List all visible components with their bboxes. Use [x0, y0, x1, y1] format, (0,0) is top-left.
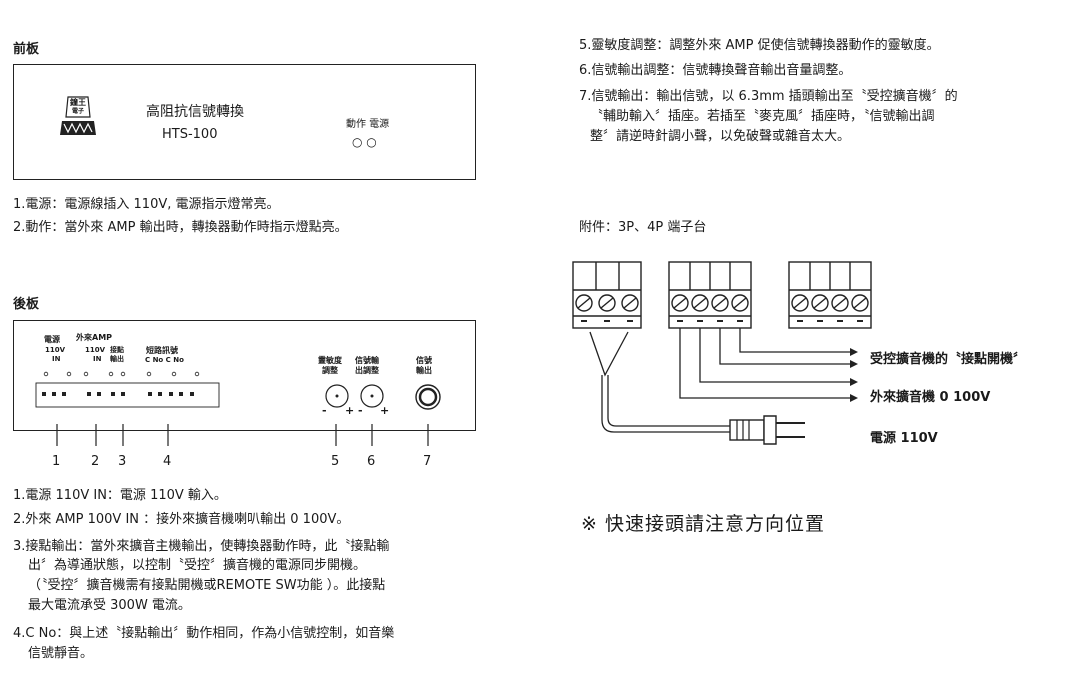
amp-group-sub2: IN: [93, 355, 102, 363]
rear-note-2: 2.外來 AMP 100V IN ：接外來擴音機喇叭輸出 0 100V。: [13, 512, 350, 527]
model-number: HTS-100: [162, 127, 218, 142]
callout-1: 1: [52, 454, 61, 469]
jack-label1: 信號: [416, 356, 432, 365]
label-power-110v: 電源 110V: [870, 431, 938, 446]
knob1-plus: +: [345, 404, 355, 417]
logo-line2: 電子: [71, 108, 84, 115]
jack-label2: 輸出: [416, 366, 432, 375]
callout-2: 2: [91, 454, 100, 469]
rear-note-4b: 信號靜音。: [28, 646, 94, 661]
power-group-sub1: 110V: [45, 346, 66, 354]
power-group-sub2: IN: [52, 355, 61, 363]
callout-6: 6: [367, 454, 376, 469]
contact-label-2: 輸出: [110, 355, 124, 363]
amp-group-title: 外來AMP: [76, 333, 113, 342]
logo-line1: 鐘王: [70, 98, 86, 107]
rear-note-1: 1.電源 110V IN：電源 110V 輸入。: [13, 488, 227, 503]
knob-output-label1: 信號輸: [355, 356, 379, 365]
callout-3: 3: [118, 454, 127, 469]
knob2-plus: +: [380, 404, 390, 417]
rear-note-3b: 出〞為導通狀態，以控制〝受控〞擴音機的電源同步開機。: [28, 558, 367, 573]
knob-sensitivity-label2: 調整: [322, 366, 338, 375]
rear-panel-drawing: 電源 110V IN 外來AMP 110V IN 接點 輸出 短路訊號 C No…: [13, 320, 476, 431]
product-name: 高阻抗信號轉換: [146, 104, 244, 120]
rear-panel-heading: 後板: [13, 297, 40, 312]
brand-logo: 鐘王 電子: [59, 95, 97, 137]
knob-output-label2: 出調整: [355, 366, 379, 375]
right-note-7a: 7.信號輸出：輸出信號，以 6.3mm 插頭輸出至〝受控擴音機〞的: [579, 89, 958, 104]
callout-4: 4: [163, 454, 172, 469]
short-signal-sub: C No C No: [145, 356, 184, 364]
quick-connector-note: ※ 快速接頭請注意方向位置: [581, 513, 825, 535]
label-external-amp: 外來擴音機 0 100V: [870, 390, 991, 405]
knob-sensitivity-label1: 靈敏度: [318, 356, 342, 365]
indicator-lights: ○ ○: [352, 135, 377, 149]
indicator-label: 動作 電源: [346, 119, 390, 130]
knob1-minus: -: [322, 404, 327, 417]
front-note-2: 2.動作：當外來 AMP 輸出時，轉換器動作時指示燈點亮。: [13, 220, 348, 235]
front-panel-drawing: 鐘王 電子 高阻抗信號轉換 HTS-100 動作 電源 ○ ○: [13, 64, 476, 180]
rear-note-4a: 4.C No：與上述〝接點輸出〞動作相同，作為小信號控制，如音樂: [13, 626, 395, 641]
label-relay-power-on: 受控擴音機的〝接點開機〞: [870, 352, 1027, 367]
right-note-7c: 整〞請逆時針調小聲，以免破聲或雜音太大。: [590, 129, 851, 144]
rear-note-3c: （〝受控〞擴音機需有接點開機或REMOTE SW功能 ）。此接點: [28, 578, 386, 593]
knob2-minus: -: [358, 404, 363, 417]
right-note-5: 5.靈敏度調整：調整外來 AMP 促使信號轉換器動作的靈敏度。: [579, 38, 940, 53]
callout-7: 7: [423, 454, 432, 469]
callout-5: 5: [331, 454, 340, 469]
front-note-1: 1.電源：電源線插入 110V, 電源指示燈常亮。: [13, 197, 280, 212]
right-note-7b: 〝輔助輸入〞插座。若插至〝麥克風〞插座時，〝信號輸出調: [590, 109, 935, 124]
terminal-block: [35, 371, 441, 410]
short-signal-title: 短路訊號: [146, 346, 178, 355]
rear-note-3d: 最大電流承受 300W 電流。: [28, 598, 191, 613]
amp-group-sub1: 110V: [85, 346, 106, 354]
contact-label-1: 接點: [110, 346, 124, 354]
rear-note-3a: 3.接點輸出：當外來擴音主機輸出，使轉換器動作時，此〝接點輸: [13, 539, 390, 554]
power-group-title: 電源: [44, 335, 60, 344]
right-note-6: 6.信號輸出調整：信號轉換聲音輸出音量調整。: [579, 63, 852, 78]
front-panel-heading: 前板: [13, 42, 40, 57]
accessory-title: 附件：3P、4P 端子台: [579, 220, 707, 235]
